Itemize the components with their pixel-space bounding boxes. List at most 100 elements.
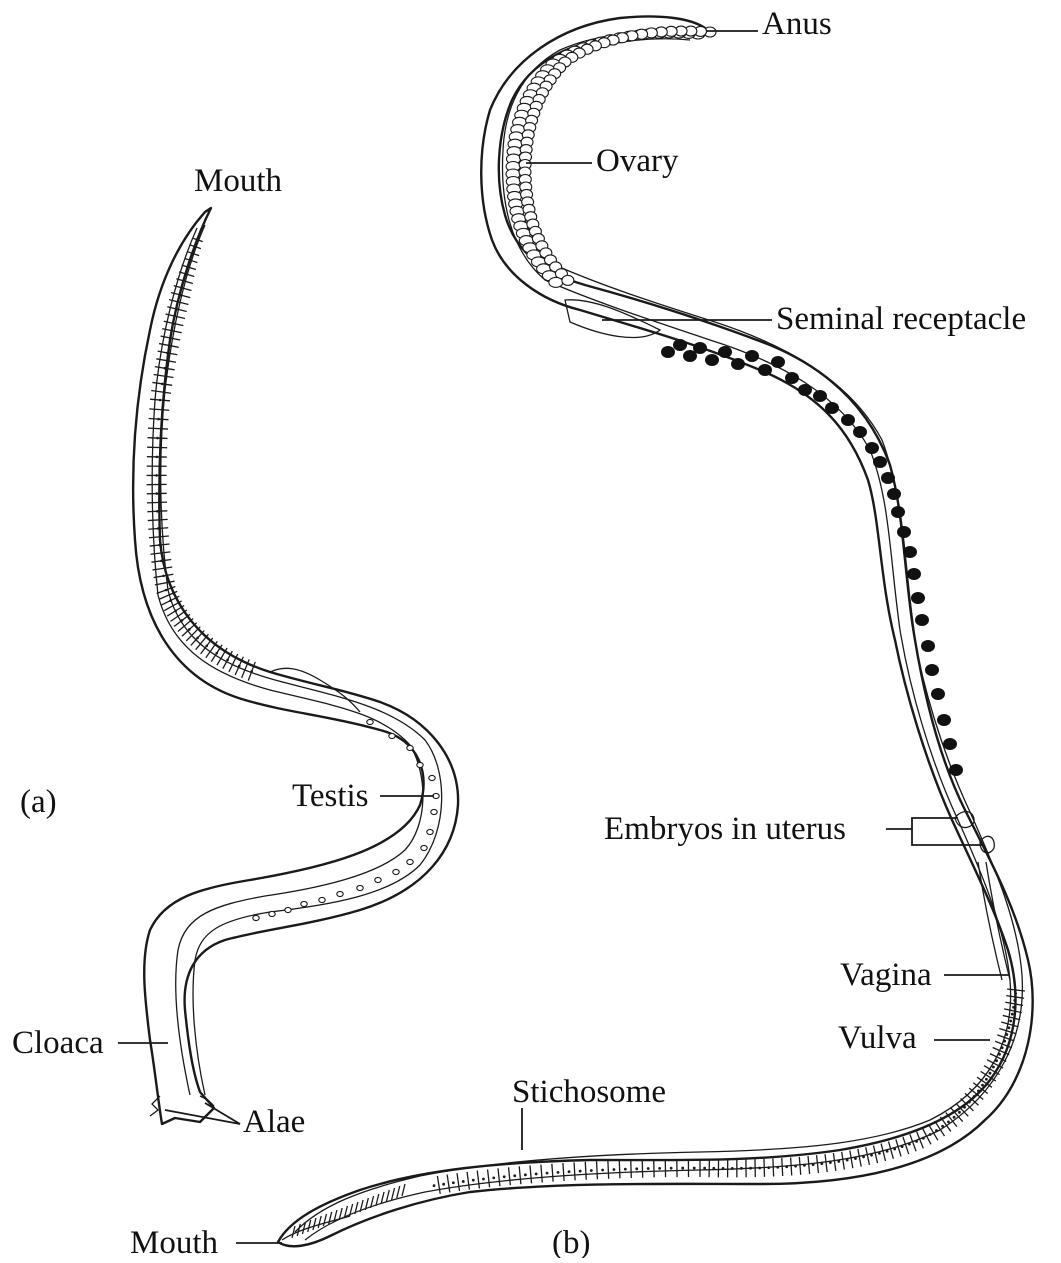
stichosome-nucleus bbox=[1014, 992, 1017, 995]
male-cell-nucleus bbox=[226, 659, 229, 662]
male-cell-nucleus bbox=[156, 510, 159, 513]
stichosome-nucleus bbox=[767, 1166, 770, 1169]
egg bbox=[915, 614, 929, 626]
testis-cell bbox=[367, 719, 373, 724]
stichosome-nucleus bbox=[749, 1167, 752, 1170]
egg bbox=[745, 350, 759, 362]
stichosome-nucleus bbox=[1013, 999, 1016, 1002]
stichosome-nucleus bbox=[624, 1168, 627, 1171]
female-body-outline bbox=[278, 16, 1033, 1246]
stichosome-nucleus bbox=[985, 1078, 988, 1081]
egg bbox=[873, 456, 887, 468]
stichosome-nucleus bbox=[829, 1161, 832, 1164]
label-embryos: Embryos in uterus bbox=[604, 811, 846, 847]
stichosome-divider bbox=[631, 1160, 632, 1178]
stichosome-nucleus bbox=[812, 1163, 815, 1166]
stichosome-nucleus bbox=[433, 1184, 436, 1187]
male-cell-nucleus bbox=[158, 544, 161, 547]
egg bbox=[798, 384, 812, 396]
stichosome-nucleus bbox=[963, 1106, 966, 1109]
stichosome-nucleus bbox=[740, 1167, 743, 1170]
label-anus: Anus bbox=[762, 6, 832, 42]
stichosome-nucleus bbox=[837, 1160, 840, 1163]
stichosome-divider bbox=[619, 1160, 620, 1178]
stichosome-nucleus bbox=[712, 1167, 715, 1170]
stichosome-nucleus bbox=[981, 1084, 984, 1087]
stichosome-nucleus bbox=[557, 1171, 560, 1174]
label-panel-b: (b) bbox=[552, 1225, 590, 1258]
stichosome-nucleus bbox=[992, 1066, 995, 1069]
male-cell-divider bbox=[147, 447, 167, 448]
stichosome-nucleus bbox=[1003, 1040, 1006, 1043]
stichosome-nucleus bbox=[989, 1072, 992, 1075]
male-cell-nucleus bbox=[156, 456, 159, 459]
male-cell-divider bbox=[147, 502, 167, 503]
male-cell-nucleus bbox=[205, 645, 208, 648]
stichosome-nucleus bbox=[722, 1167, 725, 1170]
stichosome-nucleus bbox=[503, 1175, 506, 1178]
stichosome-nucleus bbox=[922, 1137, 925, 1140]
egg bbox=[943, 738, 957, 750]
egg bbox=[841, 414, 855, 426]
egg bbox=[949, 764, 963, 776]
stichosome-nucleus bbox=[1001, 1046, 1004, 1049]
egg bbox=[907, 568, 921, 580]
male-cell-nucleus bbox=[155, 474, 158, 477]
egg bbox=[931, 688, 945, 700]
stichosome-nucleus bbox=[953, 1116, 956, 1119]
stichosome-nucleus bbox=[941, 1125, 944, 1128]
testis-cell bbox=[389, 733, 395, 738]
egg bbox=[937, 714, 951, 726]
stichosome-nucleus bbox=[935, 1129, 938, 1132]
label-vagina: Vagina bbox=[840, 957, 932, 993]
male-cell-nucleus bbox=[161, 383, 164, 386]
leader-embryos-1 bbox=[886, 818, 958, 829]
stichosome-divider bbox=[764, 1159, 765, 1177]
testis-cell bbox=[393, 869, 399, 874]
label-stichosome: Stichosome bbox=[512, 1074, 666, 1110]
stichosome-nucleus bbox=[1011, 1013, 1014, 1016]
label-cloaca: Cloaca bbox=[12, 1025, 104, 1061]
egg bbox=[925, 664, 939, 676]
testis-cell bbox=[301, 901, 307, 906]
stichosome-nucleus bbox=[492, 1176, 495, 1179]
male-cell-nucleus bbox=[172, 322, 175, 325]
testis-cell bbox=[285, 907, 291, 912]
testis-cell bbox=[407, 859, 413, 864]
stichosome-nucleus bbox=[670, 1167, 673, 1170]
female-gut-line-2 bbox=[305, 39, 1022, 1240]
stichosome-nucleus bbox=[693, 1167, 696, 1170]
stichosome-nucleus bbox=[878, 1152, 881, 1155]
stichosome-nucleus bbox=[846, 1159, 849, 1162]
stichosome-divider bbox=[782, 1158, 783, 1176]
stichosome-nucleus bbox=[803, 1164, 806, 1167]
male-cell-nucleus bbox=[163, 367, 166, 370]
stichosome-divider bbox=[773, 1158, 774, 1176]
stichosome-nucleus bbox=[886, 1150, 889, 1153]
male-cell-nucleus bbox=[165, 589, 168, 592]
egg bbox=[891, 506, 905, 518]
male-cell-nucleus bbox=[174, 610, 177, 613]
testis-cell bbox=[407, 745, 413, 750]
stichosome-nucleus bbox=[462, 1180, 465, 1183]
male-worm bbox=[133, 208, 458, 1124]
testis-cell bbox=[417, 762, 423, 767]
label-alae: Alae bbox=[243, 1104, 305, 1140]
stichosome-nucleus bbox=[893, 1148, 896, 1151]
male-cell-nucleus bbox=[160, 560, 163, 563]
ovary-cell bbox=[562, 275, 574, 285]
stichosome-nucleus bbox=[681, 1167, 684, 1170]
stichosome-nucleus bbox=[635, 1167, 638, 1170]
stichosome-nucleus bbox=[854, 1157, 857, 1160]
label-testis: Testis bbox=[292, 778, 369, 814]
stichosome-nucleus bbox=[958, 1111, 961, 1114]
stichosome-nucleus bbox=[915, 1140, 918, 1143]
male-cell-nucleus bbox=[166, 352, 169, 355]
male-cell-nucleus bbox=[162, 575, 165, 578]
male-body-outline bbox=[133, 208, 458, 1124]
stichosome-nucleus bbox=[1007, 1026, 1010, 1029]
testis-cell bbox=[375, 877, 381, 882]
male-cell-nucleus bbox=[238, 665, 241, 668]
